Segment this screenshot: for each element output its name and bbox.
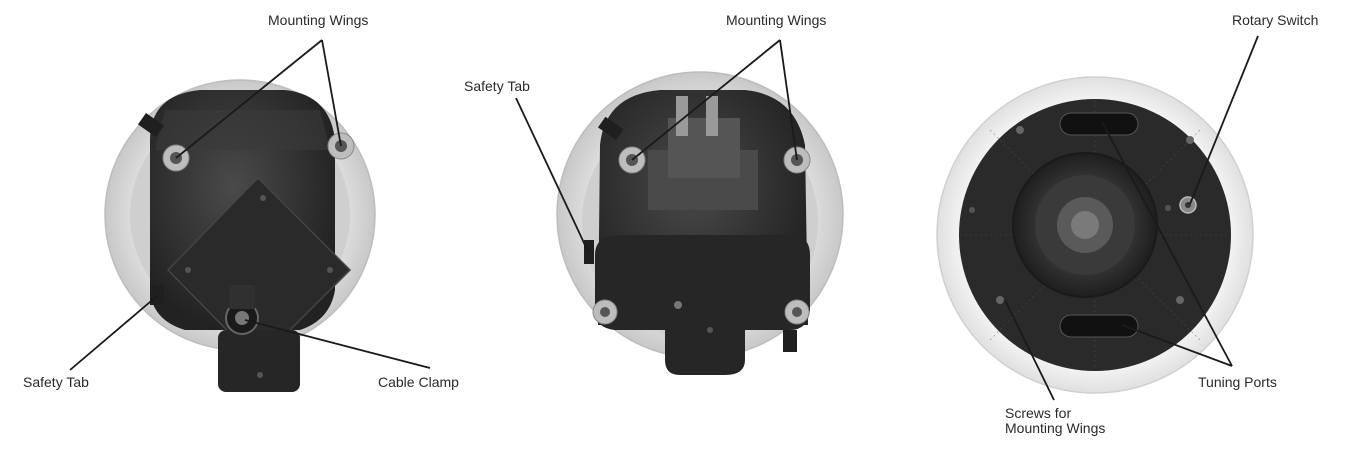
speaker-view-rear-1 (104, 79, 376, 392)
speaker-view-front (936, 76, 1254, 394)
label-screws-line2-view3: Mounting Wings (1005, 420, 1106, 436)
safety-tab-side-icon (584, 240, 594, 264)
speaker-view-rear-2 (556, 71, 844, 375)
leader-lines (69, 35, 1259, 401)
safety-tab-top-icon (597, 116, 624, 141)
label-rotary-switch-view3: Rotary Switch (1232, 12, 1319, 28)
tuning-port-top-icon (1059, 112, 1139, 136)
safety-tab-top-icon (137, 112, 165, 138)
safety-tab-side-icon (150, 285, 164, 305)
label-mounting-wings-view2: Mounting Wings (726, 12, 827, 28)
label-screws-line1-view3: Screws for (1005, 405, 1072, 421)
label-safety-tab-view2: Safety Tab (464, 78, 530, 94)
label-cable-clamp-view1: Cable Clamp (378, 374, 459, 390)
label-tuning-ports-view3: Tuning Ports (1198, 374, 1277, 390)
label-mounting-wings-view1: Mounting Wings (268, 12, 369, 28)
tuning-port-bottom-icon (1059, 314, 1139, 338)
label-safety-tab-view1: Safety Tab (23, 374, 89, 390)
